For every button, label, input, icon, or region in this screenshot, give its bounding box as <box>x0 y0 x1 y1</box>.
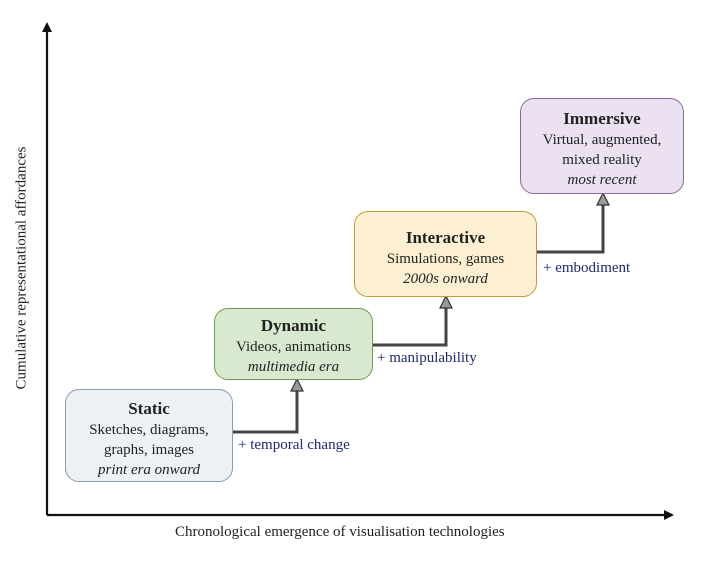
stage-desc-immersive-1: Virtual, augmented, <box>542 132 662 148</box>
stage-title-dynamic: Dynamic <box>260 316 327 335</box>
connector-interactive-immersive <box>537 199 603 254</box>
stage-box-interactive: Interactive Simulations, games 2000s onw… <box>354 211 537 297</box>
stage-title-immersive: Immersive <box>563 109 641 128</box>
stage-desc-static-2: graphs, images <box>104 442 194 458</box>
stage-title-static: Static <box>128 399 170 418</box>
connector-static-dynamic <box>233 385 297 434</box>
stage-desc-dynamic-1: Videos, animations <box>236 339 351 355</box>
stage-desc-static-1: Sketches, diagrams, <box>89 422 209 438</box>
stage-desc-interactive-1: Simulations, games <box>386 251 505 267</box>
transition-label-embodiment: + embodiment <box>543 260 631 276</box>
y-axis-label: Cumulative representational affordances <box>13 146 30 390</box>
x-axis-label: Chronological emergence of visualisation… <box>175 524 505 540</box>
connector-dynamic-interactive <box>373 302 446 347</box>
stage-box-immersive: Immersive Virtual, augmented, mixed real… <box>520 98 684 194</box>
stage-box-static: Static Sketches, diagrams, graphs, image… <box>65 389 233 482</box>
stage-era-dynamic: multimedia era <box>247 359 340 375</box>
stage-era-static: print era onward <box>98 462 200 478</box>
stage-title-interactive: Interactive <box>405 228 486 247</box>
stage-desc-immersive-2: mixed reality <box>562 152 642 168</box>
stage-era-interactive: 2000s onward <box>403 271 488 287</box>
transition-label-temporal: + temporal change <box>238 437 350 453</box>
stage-box-dynamic: Dynamic Videos, animations multimedia er… <box>214 308 373 380</box>
stage-era-immersive: most recent <box>567 172 637 188</box>
transition-label-manipulability: + manipulability <box>377 350 477 366</box>
